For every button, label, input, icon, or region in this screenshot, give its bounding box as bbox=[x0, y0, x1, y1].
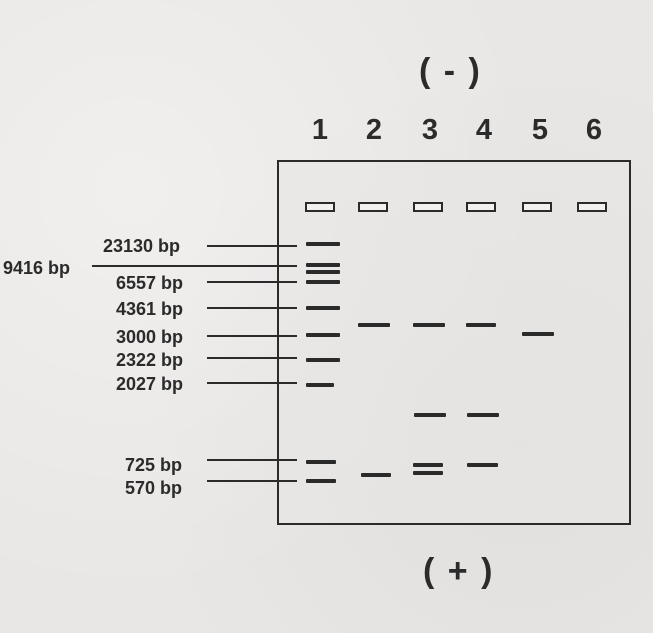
band-lane-2-620 bbox=[361, 473, 391, 477]
lane-number-6: 6 bbox=[585, 114, 603, 146]
band-lane-1-725 bbox=[306, 460, 336, 464]
positive-pole-label: ( + ) bbox=[423, 552, 495, 590]
band-lane-3-1300 bbox=[414, 413, 446, 417]
leader-line-2027 bbox=[207, 382, 297, 384]
band-lane-3-3500 bbox=[413, 323, 445, 327]
leader-line-6557 bbox=[207, 281, 297, 283]
well-lane-1 bbox=[305, 202, 335, 212]
well-lane-4 bbox=[466, 202, 496, 212]
marker-label-2322: 2322 bp bbox=[116, 350, 184, 370]
leader-line-3000 bbox=[207, 335, 297, 337]
band-lane-1-9416 bbox=[306, 263, 340, 267]
band-lane-4-3500 bbox=[466, 323, 496, 327]
marker-label-9416: 9416 bp bbox=[3, 258, 71, 278]
band-lane-1-570 bbox=[306, 479, 336, 483]
marker-label-3000: 3000 bp bbox=[116, 327, 184, 347]
band-lane-3-725 bbox=[413, 463, 443, 467]
marker-label-2027: 2027 bp bbox=[116, 374, 184, 394]
lane-number-4: 4 bbox=[475, 114, 493, 146]
leader-line-4361 bbox=[207, 307, 297, 309]
leader-line-9416 bbox=[92, 265, 297, 267]
marker-label-725: 725 bp bbox=[125, 455, 183, 475]
band-lane-1-2322 bbox=[306, 358, 340, 362]
band-lane-1-3000 bbox=[306, 333, 340, 337]
band-lane-2-3500 bbox=[358, 323, 390, 327]
marker-label-570: 570 bp bbox=[125, 478, 183, 498]
marker-label-6557: 6557 bp bbox=[116, 273, 184, 293]
well-lane-6 bbox=[577, 202, 607, 212]
band-lane-1-23130 bbox=[306, 242, 340, 246]
band-lane-1-6557 bbox=[306, 280, 340, 284]
band-lane-4-725 bbox=[467, 463, 498, 467]
leader-line-23130 bbox=[207, 245, 297, 247]
band-lane-1-8000 bbox=[306, 270, 340, 274]
band-lane-3-620 bbox=[413, 471, 443, 475]
band-lane-4-1300 bbox=[467, 413, 499, 417]
marker-label-4361: 4361 bp bbox=[116, 299, 184, 319]
negative-pole-label: ( - ) bbox=[419, 52, 482, 90]
band-lane-1-2027 bbox=[306, 383, 334, 387]
well-lane-3 bbox=[413, 202, 443, 212]
lane-number-5: 5 bbox=[531, 114, 549, 146]
leader-line-2322 bbox=[207, 357, 297, 359]
marker-label-23130: 23130 bp bbox=[103, 236, 181, 256]
leader-line-725 bbox=[207, 459, 297, 461]
leader-line-570 bbox=[207, 480, 297, 482]
band-lane-1-4361 bbox=[306, 306, 340, 310]
lane-number-1: 1 bbox=[311, 114, 329, 146]
well-lane-2 bbox=[358, 202, 388, 212]
lane-number-3: 3 bbox=[421, 114, 439, 146]
well-lane-5 bbox=[522, 202, 552, 212]
band-lane-5-3000 bbox=[522, 332, 554, 336]
lane-number-2: 2 bbox=[365, 114, 383, 146]
gel-frame bbox=[277, 160, 631, 525]
